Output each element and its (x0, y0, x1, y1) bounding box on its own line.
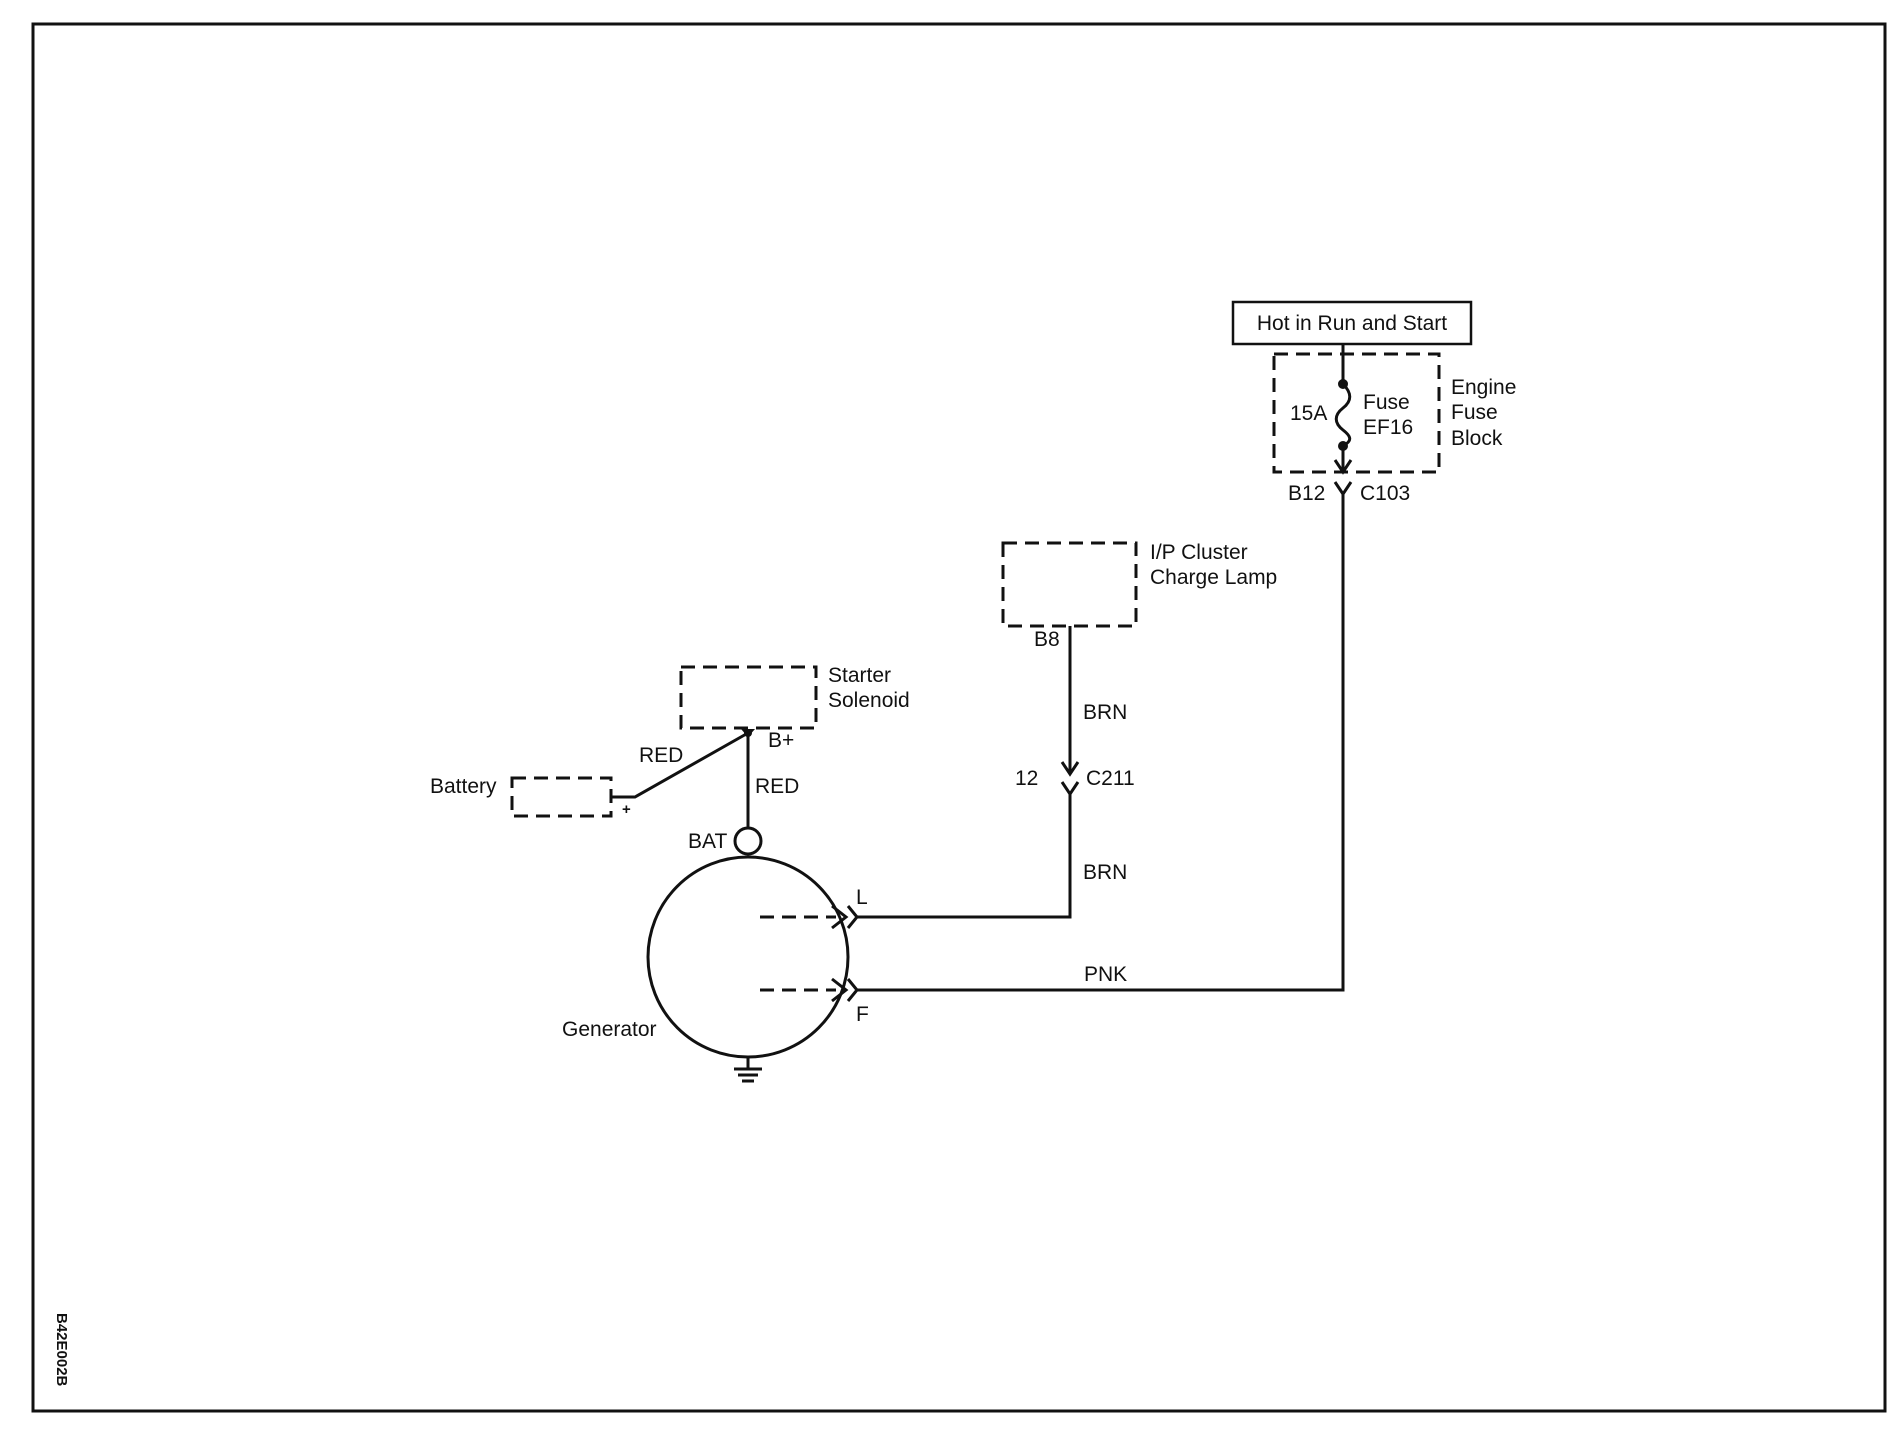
battery-box (510, 776, 613, 818)
fuse-label-line2: EF16 (1363, 416, 1413, 439)
fuse-block-label-line1: Engine (1451, 376, 1516, 399)
fuse-symbol (1334, 382, 1352, 448)
power-source-box (1231, 300, 1473, 346)
l-terminal-arrow (831, 904, 849, 930)
generator-label: Generator (562, 1018, 657, 1041)
pnk-wire-label: PNK (1084, 963, 1127, 986)
c103-pin: B12 (1288, 482, 1325, 505)
engine-fuse-block (1272, 352, 1441, 474)
fuse-label-line1: Fuse (1363, 391, 1410, 414)
brn-upper-arrow (1060, 761, 1080, 777)
generator-symbol (646, 855, 850, 1059)
c103-name: C103 (1360, 482, 1410, 505)
brn-lower-label: BRN (1083, 861, 1127, 884)
fuse-block-label-line3: Block (1451, 427, 1503, 450)
generator-l-terminal: L (856, 886, 868, 909)
fuse-block-label-line2: Fuse (1451, 401, 1498, 424)
f-terminal-arrow (831, 977, 849, 1003)
power-source-label: Hot in Run and Start (1257, 312, 1447, 335)
starter-label-line1: Starter (828, 664, 891, 687)
ground-icon (734, 1057, 762, 1083)
f-connector-symbol (846, 978, 859, 1002)
c211-name: C211 (1086, 767, 1135, 790)
starter-solenoid-box (679, 665, 818, 730)
red-wire-battery-label: RED (639, 744, 683, 767)
fuse-out-arrow (1333, 459, 1353, 475)
starter-terminal: B+ (768, 729, 794, 752)
battery-terminal: + (622, 801, 631, 818)
starter-label-line2: Solenoid (828, 689, 910, 712)
c103-connector-symbol (1333, 481, 1353, 497)
generator-bat-terminal: BAT (688, 830, 727, 853)
c211-pin: 12 (1015, 767, 1038, 790)
brn-wire-lower (857, 794, 1072, 919)
pnk-wire (857, 494, 1345, 992)
battery-label: Battery (430, 775, 497, 798)
figure-code: B42E002B (53, 1313, 70, 1387)
c211-connector-symbol (1060, 781, 1080, 797)
diagram-frame (31, 22, 1887, 1413)
bat-terminal-symbol (733, 826, 763, 856)
fuse-rating: 15A (1290, 402, 1327, 425)
l-connector-symbol (846, 905, 859, 929)
red-wire-battery (611, 731, 749, 799)
generator-f-terminal: F (856, 1003, 869, 1026)
cluster-label-line1: I/P Cluster (1150, 541, 1248, 564)
brn-upper-label: BRN (1083, 701, 1127, 724)
cluster-pin: B8 (1034, 628, 1060, 651)
cluster-label-line2: Charge Lamp (1150, 566, 1277, 589)
ip-cluster-box (1001, 541, 1138, 628)
red-wire-generator-label: RED (755, 775, 799, 798)
